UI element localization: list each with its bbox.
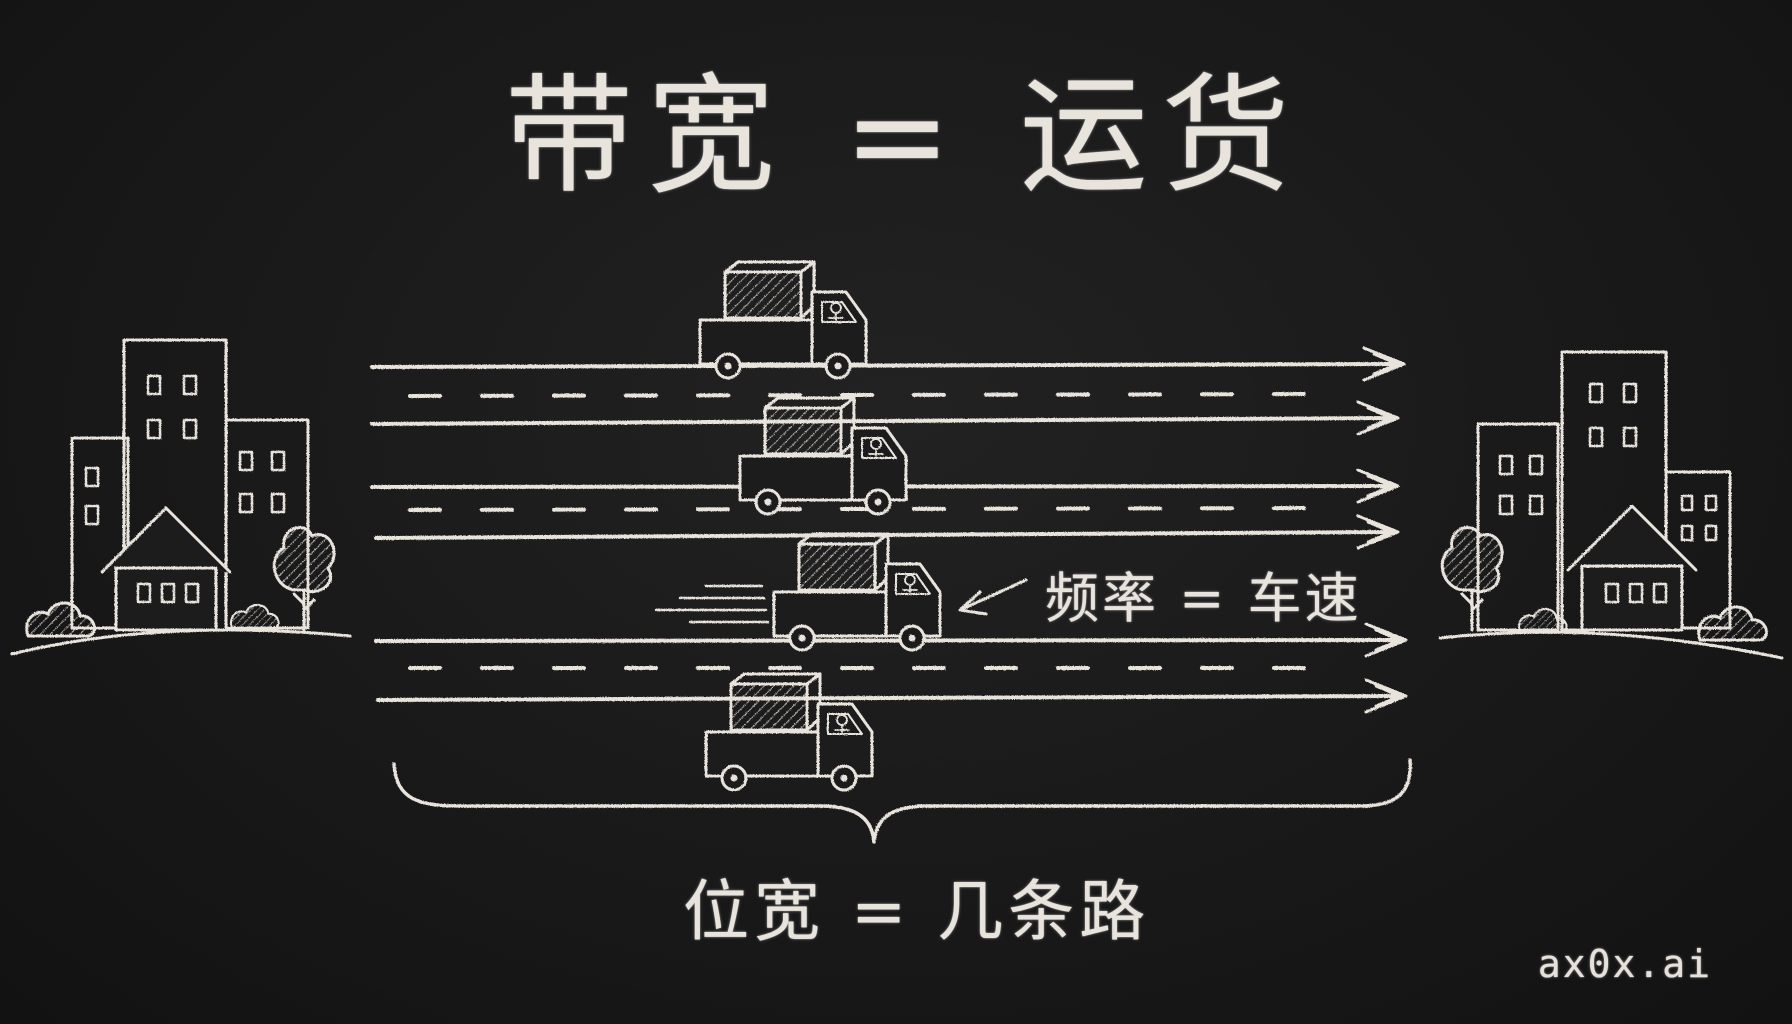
page-title: 带宽 = 运货 [505,62,1304,211]
speed-lines [654,584,770,624]
lane-markers [408,392,1322,670]
road-line-5 [374,638,1406,643]
left-city [10,338,352,656]
watermark: ax0x.ai [1537,942,1712,986]
truck-4 [704,672,874,792]
roads [370,346,1408,714]
road-line-2 [370,416,1398,426]
road-line-6 [376,694,1406,702]
road-line-1 [370,362,1404,369]
truck-1 [698,260,868,380]
truck-2 [738,396,908,516]
right-city [1438,350,1784,660]
frequency-pointer [958,578,1028,616]
truck-3 [772,532,942,652]
bit-width-brace [392,758,1412,844]
frequency-label: 频率 = 车速 [1045,567,1362,630]
bit-width-label: 位宽 = 几条路 [683,873,1151,950]
trucks [698,260,942,792]
